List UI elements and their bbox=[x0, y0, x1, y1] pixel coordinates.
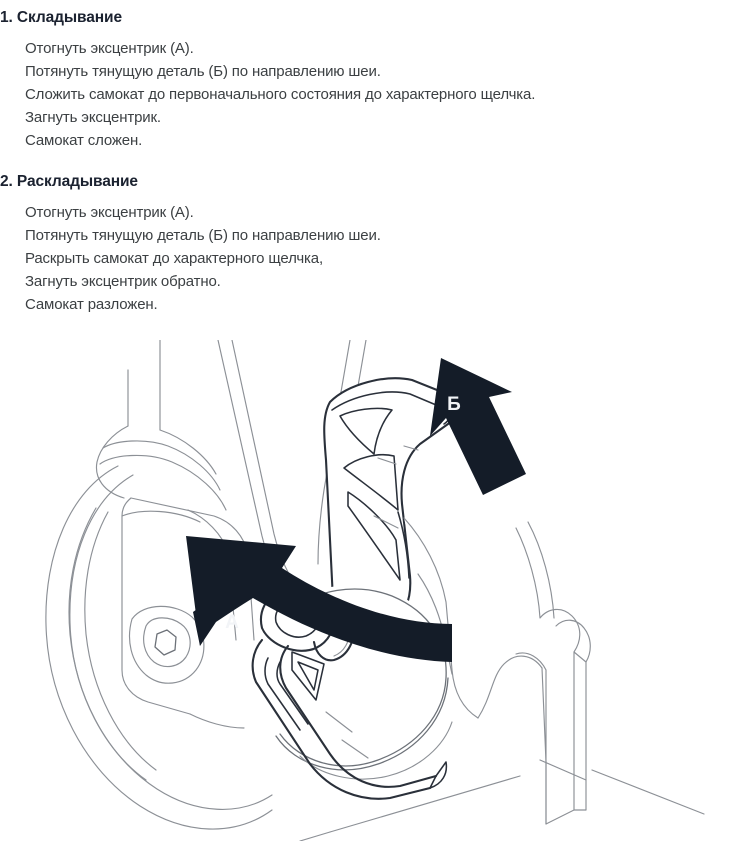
annotation-arrow-b-label: Б bbox=[447, 394, 461, 415]
section-folding: 1. Складывание Отогнуть эксцентрик (А). … bbox=[0, 8, 729, 152]
section-unfolding-steps: Отогнуть эксцентрик (А). Потянуть тянущу… bbox=[0, 201, 729, 316]
step-item: Самокат сложен. bbox=[25, 132, 143, 149]
step-item: Сложить самокат до первоначального состо… bbox=[25, 86, 536, 103]
section-unfolding: 2. Раскладывание Отогнуть эксцентрик (А)… bbox=[0, 172, 729, 316]
front-wheel-group bbox=[45, 465, 273, 830]
annotation-arrow-a: А bbox=[186, 536, 452, 662]
pull-part-hook bbox=[323, 377, 458, 643]
scooter-folding-illustration: Б А bbox=[0, 340, 729, 841]
step-item: Самокат разложен. bbox=[25, 296, 158, 313]
annotation-arrow-b: Б bbox=[430, 358, 526, 495]
step-item: Загнуть эксцентрик обратно. bbox=[25, 273, 221, 290]
step-item: Потянуть тянущую деталь (Б) по направлен… bbox=[25, 63, 381, 80]
step-item: Отогнуть эксцентрик (А). bbox=[25, 204, 194, 221]
section-folding-heading: 1. Складывание bbox=[0, 9, 122, 26]
step-item: Отогнуть эксцентрик (А). bbox=[25, 40, 194, 57]
step-item: Загнуть эксцентрик. bbox=[25, 109, 161, 126]
annotation-arrow-a-label: А bbox=[225, 612, 239, 633]
step-item: Раскрыть самокат до характерного щелчка, bbox=[25, 250, 323, 267]
front-fork-group bbox=[95, 340, 285, 729]
section-folding-steps: Отогнуть эксцентрик (А). Потянуть тянущу… bbox=[0, 37, 729, 152]
section-unfolding-heading: 2. Раскладывание bbox=[0, 173, 138, 190]
step-item: Потянуть тянущую деталь (Б) по направлен… bbox=[25, 227, 381, 244]
